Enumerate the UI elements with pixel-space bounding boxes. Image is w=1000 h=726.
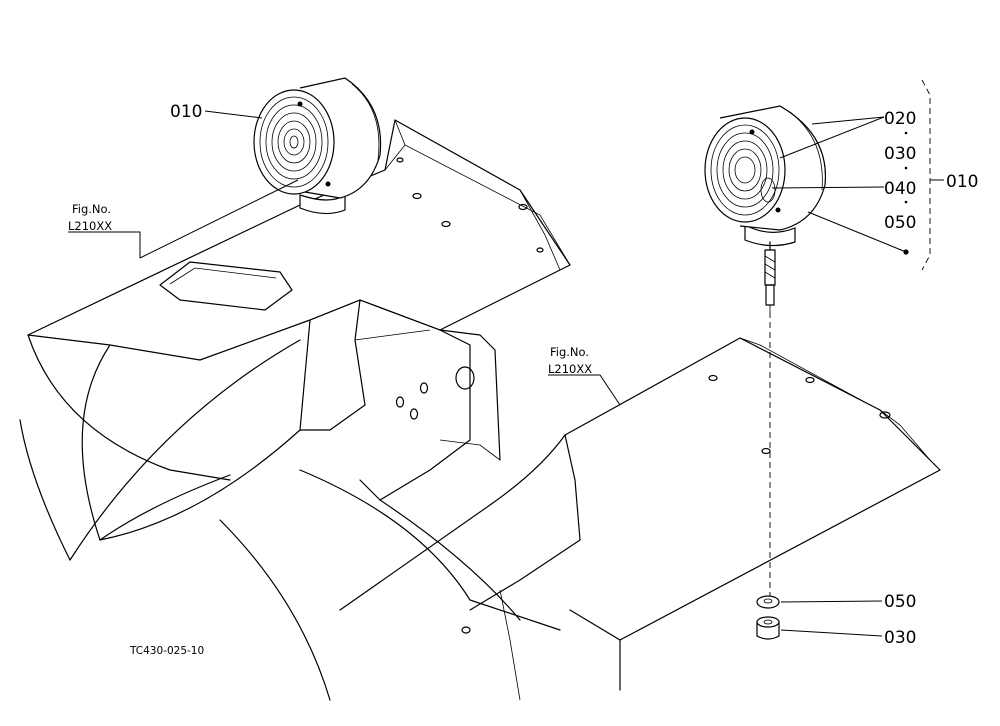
- label-010-left[interactable]: 010: [170, 102, 202, 122]
- right-fender-assembly: [339, 337, 941, 701]
- label-020[interactable]: 020: [884, 109, 916, 129]
- right-fig-no-label: Fig.No.: [550, 345, 589, 359]
- right-lamp[interactable]: [704, 105, 827, 247]
- label-010-right[interactable]: 010: [946, 172, 978, 192]
- right-fig-code-label: L210XX: [548, 362, 592, 376]
- left-fender-assembly: [19, 119, 571, 701]
- label-050[interactable]: 050: [884, 213, 916, 233]
- nut-030[interactable]: [756, 616, 780, 640]
- left-fig-code-label: L210XX: [68, 219, 112, 233]
- label-030-nut[interactable]: 030: [884, 628, 916, 648]
- washer-050[interactable]: [756, 595, 780, 609]
- label-040[interactable]: 040: [884, 179, 916, 199]
- label-050-washer[interactable]: 050: [884, 592, 916, 612]
- left-fig-no-label: Fig.No.: [72, 202, 111, 216]
- drawing-code: TC430-025-10: [129, 645, 204, 657]
- lamp-stud: [764, 241, 776, 312]
- left-lamp[interactable]: [253, 77, 382, 215]
- label-030[interactable]: 030: [884, 144, 916, 164]
